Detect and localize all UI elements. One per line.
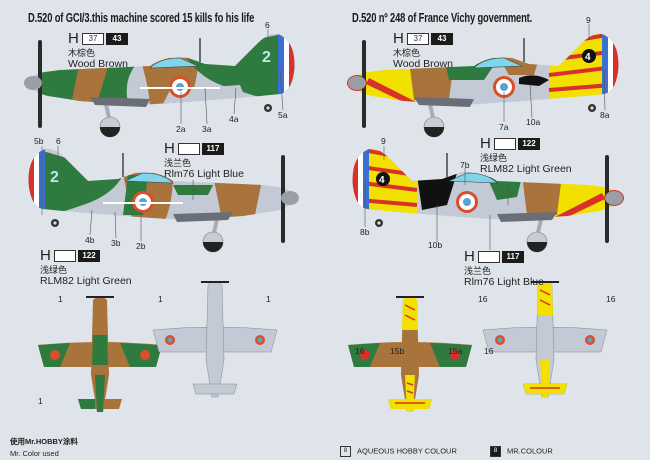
paint-prefix: H <box>393 30 404 47</box>
decal-callout: 2b <box>136 241 146 251</box>
decal-callout: 3b <box>111 238 121 248</box>
decal-callout: 7b <box>460 160 470 170</box>
legend-aqueous-swatch: 8 <box>340 446 351 457</box>
paint-name-cn: 浅绿色 <box>480 153 508 163</box>
paint-prefix: H <box>68 30 79 47</box>
decal-callout: 8b <box>360 227 370 237</box>
paint-callout-light-green-right: H 122 浅绿色 RLM82 Light Green <box>480 135 572 175</box>
decal-callout: 16 <box>355 346 365 356</box>
planview-gci3-underside <box>152 281 278 398</box>
decal-callout: 4a <box>229 114 239 124</box>
paint-name-en: RLM82 Light Green <box>40 275 132 287</box>
decal-callout: 5b <box>34 136 44 146</box>
paint-name-cn: 木棕色 <box>393 48 421 58</box>
paint-name-cn: 浅绿色 <box>40 265 68 275</box>
decal-callout: 2a <box>176 124 186 134</box>
decal-callout: 6 <box>56 136 61 146</box>
fuselage-code-4: 4 <box>585 52 591 63</box>
decal-callout: 6 <box>265 20 270 30</box>
paint-name-en: Rlm76 Light Blue <box>164 168 244 180</box>
aqueous-code <box>478 250 500 263</box>
paint-callout-light-blue-right: H 117 浅兰色 Rlm76 Light Blue <box>464 248 544 288</box>
decal-callout: 9 <box>586 15 591 25</box>
mr-color-code: 117 <box>202 142 224 155</box>
decal-callout: 15b <box>390 346 405 356</box>
fuselage-code-2-right: 2 <box>50 169 59 186</box>
decal-callout: 7a <box>499 122 509 132</box>
planview-vichy-top <box>348 296 472 412</box>
legend-mr-colour: 8 MR.COLOUR <box>490 446 553 457</box>
paint-name-en: Wood Brown <box>393 58 453 70</box>
paint-name-cn: 浅兰色 <box>464 266 492 276</box>
paint-callout-light-blue-left: H 117 浅兰色 Rlm76 Light Blue <box>164 140 244 180</box>
decal-callout: 3a <box>202 124 212 134</box>
aqueous-code <box>494 137 516 150</box>
paint-name-en: RLM82 Light Green <box>480 163 572 175</box>
legend-aqueous: 8 AQUEOUS HOBBY COLOUR <box>340 446 457 457</box>
planview-gci3-top <box>38 296 162 412</box>
mr-color-code: 122 <box>78 249 100 262</box>
mr-color-code: 122 <box>518 137 540 150</box>
mr-color-code: 43 <box>431 32 453 45</box>
paint-name-cn: 木棕色 <box>68 48 96 58</box>
legend-aqueous-label: AQUEOUS HOBBY COLOUR <box>357 446 457 456</box>
scheme-title-vichy: D.520 nº 248 of France Vichy government. <box>352 10 533 25</box>
mr-color-code: 43 <box>106 32 128 45</box>
legend-mr-swatch: 8 <box>490 446 501 457</box>
decal-callout: 16 <box>606 294 616 304</box>
mr-color-code: 117 <box>502 250 524 263</box>
planview-vichy-underside <box>482 281 608 398</box>
aqueous-code <box>178 142 200 155</box>
decal-callout: 5a <box>278 110 288 120</box>
paint-prefix: H <box>480 135 491 152</box>
decal-callout: 1 <box>158 294 163 304</box>
decal-callout: 15a <box>448 346 463 356</box>
footer-brand-cn: 使用Mr.HOBBY涂料 <box>10 437 78 446</box>
paint-callout-light-green-left: H 122 浅绿色 RLM82 Light Green <box>40 247 132 287</box>
decal-callout: 1 <box>58 294 63 304</box>
paint-name-en: Wood Brown <box>68 58 128 70</box>
aqueous-code: 37 <box>82 32 104 45</box>
fuselage-code-4-right: 4 <box>379 175 385 186</box>
decal-callout: 1 <box>266 294 271 304</box>
paint-name-en: Rlm76 Light Blue <box>464 276 544 288</box>
decal-callout: 1 <box>38 396 43 406</box>
decal-callout: 16 <box>484 346 494 356</box>
profile-vichy-left-side: 4 <box>346 33 619 139</box>
decal-callout: 4b <box>85 235 95 245</box>
decal-callout: 8a <box>600 110 610 120</box>
fuselage-code-2: 2 <box>262 49 271 66</box>
decal-callout: 9 <box>381 136 386 146</box>
decal-callout: 16 <box>478 294 488 304</box>
profile-gci3-right-side <box>28 148 301 254</box>
paint-prefix: H <box>164 140 175 157</box>
profile-gci3-left-side: 2 <box>22 33 295 139</box>
aqueous-code: 37 <box>407 32 429 45</box>
aqueous-code <box>54 249 76 262</box>
legend-mr-label: MR.COLOUR <box>507 446 553 456</box>
decal-callout: 10a <box>526 117 541 127</box>
paint-prefix: H <box>464 248 475 265</box>
paint-name-cn: 浅兰色 <box>164 158 192 168</box>
paint-prefix: H <box>40 247 51 264</box>
footer-brand-en: Mr. Color used <box>10 449 59 458</box>
decal-callout: 10b <box>428 240 443 250</box>
scheme-title-gci3: D.520 of GCI/3.this machine scored 15 ki… <box>28 10 255 25</box>
